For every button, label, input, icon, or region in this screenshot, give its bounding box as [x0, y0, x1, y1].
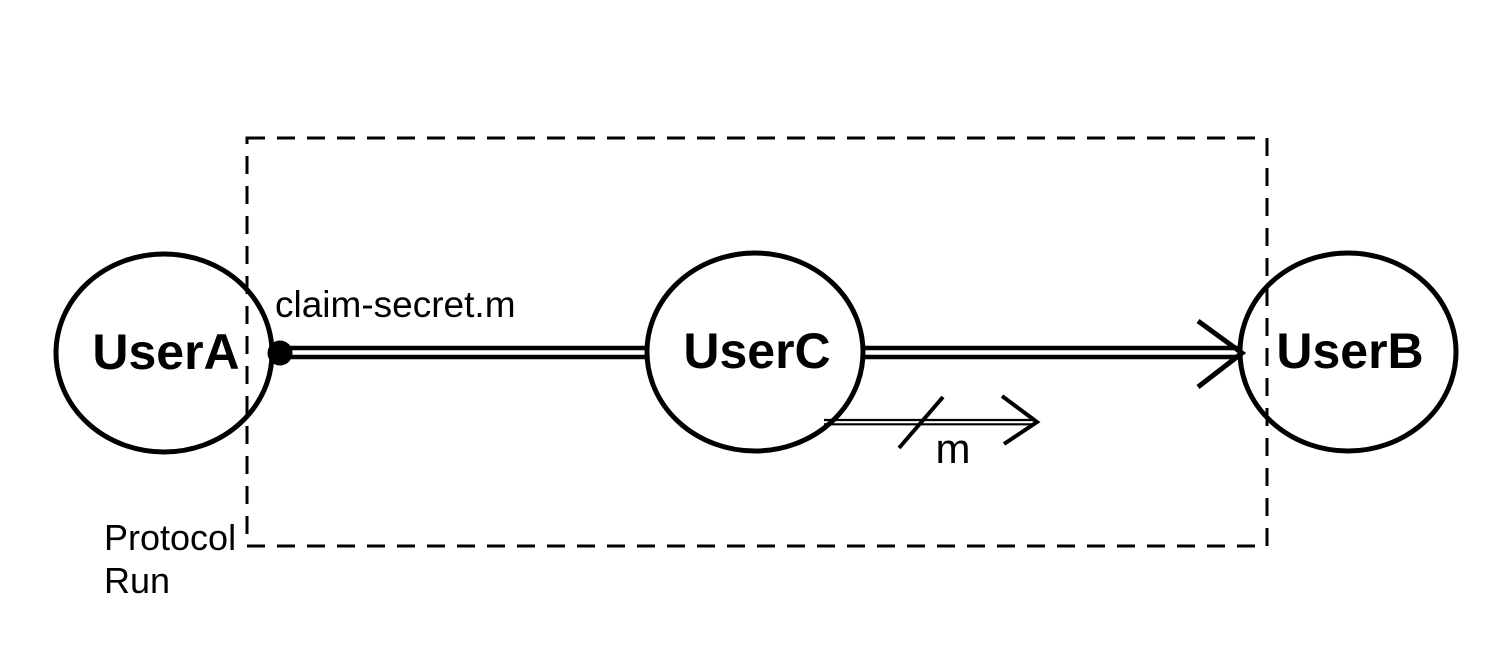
node-userc-label: UserC	[683, 323, 830, 379]
protocol-run-boundary	[245, 136, 1269, 548]
signal-arrowhead-icon	[1196, 318, 1247, 389]
message-slash-icon	[897, 395, 945, 450]
message-line	[824, 418, 1033, 426]
node-usera-label: UserA	[92, 324, 239, 380]
protocol-run-label-line1: Protocol	[104, 517, 236, 558]
message-m-arrow	[824, 394, 1041, 450]
message-label: m	[936, 425, 971, 472]
signal-origin-dot	[267, 340, 293, 366]
node-userb-label: UserB	[1276, 323, 1423, 379]
message-arrowhead-icon	[1000, 394, 1041, 446]
node-userc-circle	[644, 250, 866, 454]
signal-label: claim-secret.m	[275, 284, 516, 325]
protocol-run-label-line2: Run	[104, 560, 170, 601]
